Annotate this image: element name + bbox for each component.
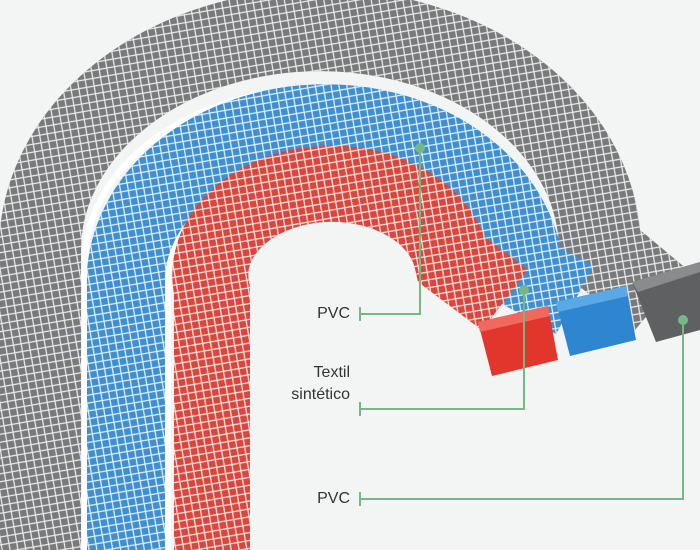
middle-hose bbox=[87, 84, 595, 550]
leader-textile bbox=[359, 285, 529, 416]
label-textile-line1: Textil bbox=[313, 364, 350, 381]
inner-hose-end bbox=[478, 306, 558, 376]
leader-pvc-inner bbox=[359, 143, 425, 321]
label-pvc-inner: PVC bbox=[317, 305, 350, 322]
label-pvc-outer: PVC bbox=[317, 490, 350, 507]
label-textile: Textil sintético bbox=[291, 362, 350, 406]
leader-pvc-outer bbox=[359, 315, 688, 506]
middle-hose-end bbox=[556, 286, 636, 356]
inner-hose bbox=[172, 145, 528, 550]
label-textile-line2: sintético bbox=[291, 386, 350, 403]
